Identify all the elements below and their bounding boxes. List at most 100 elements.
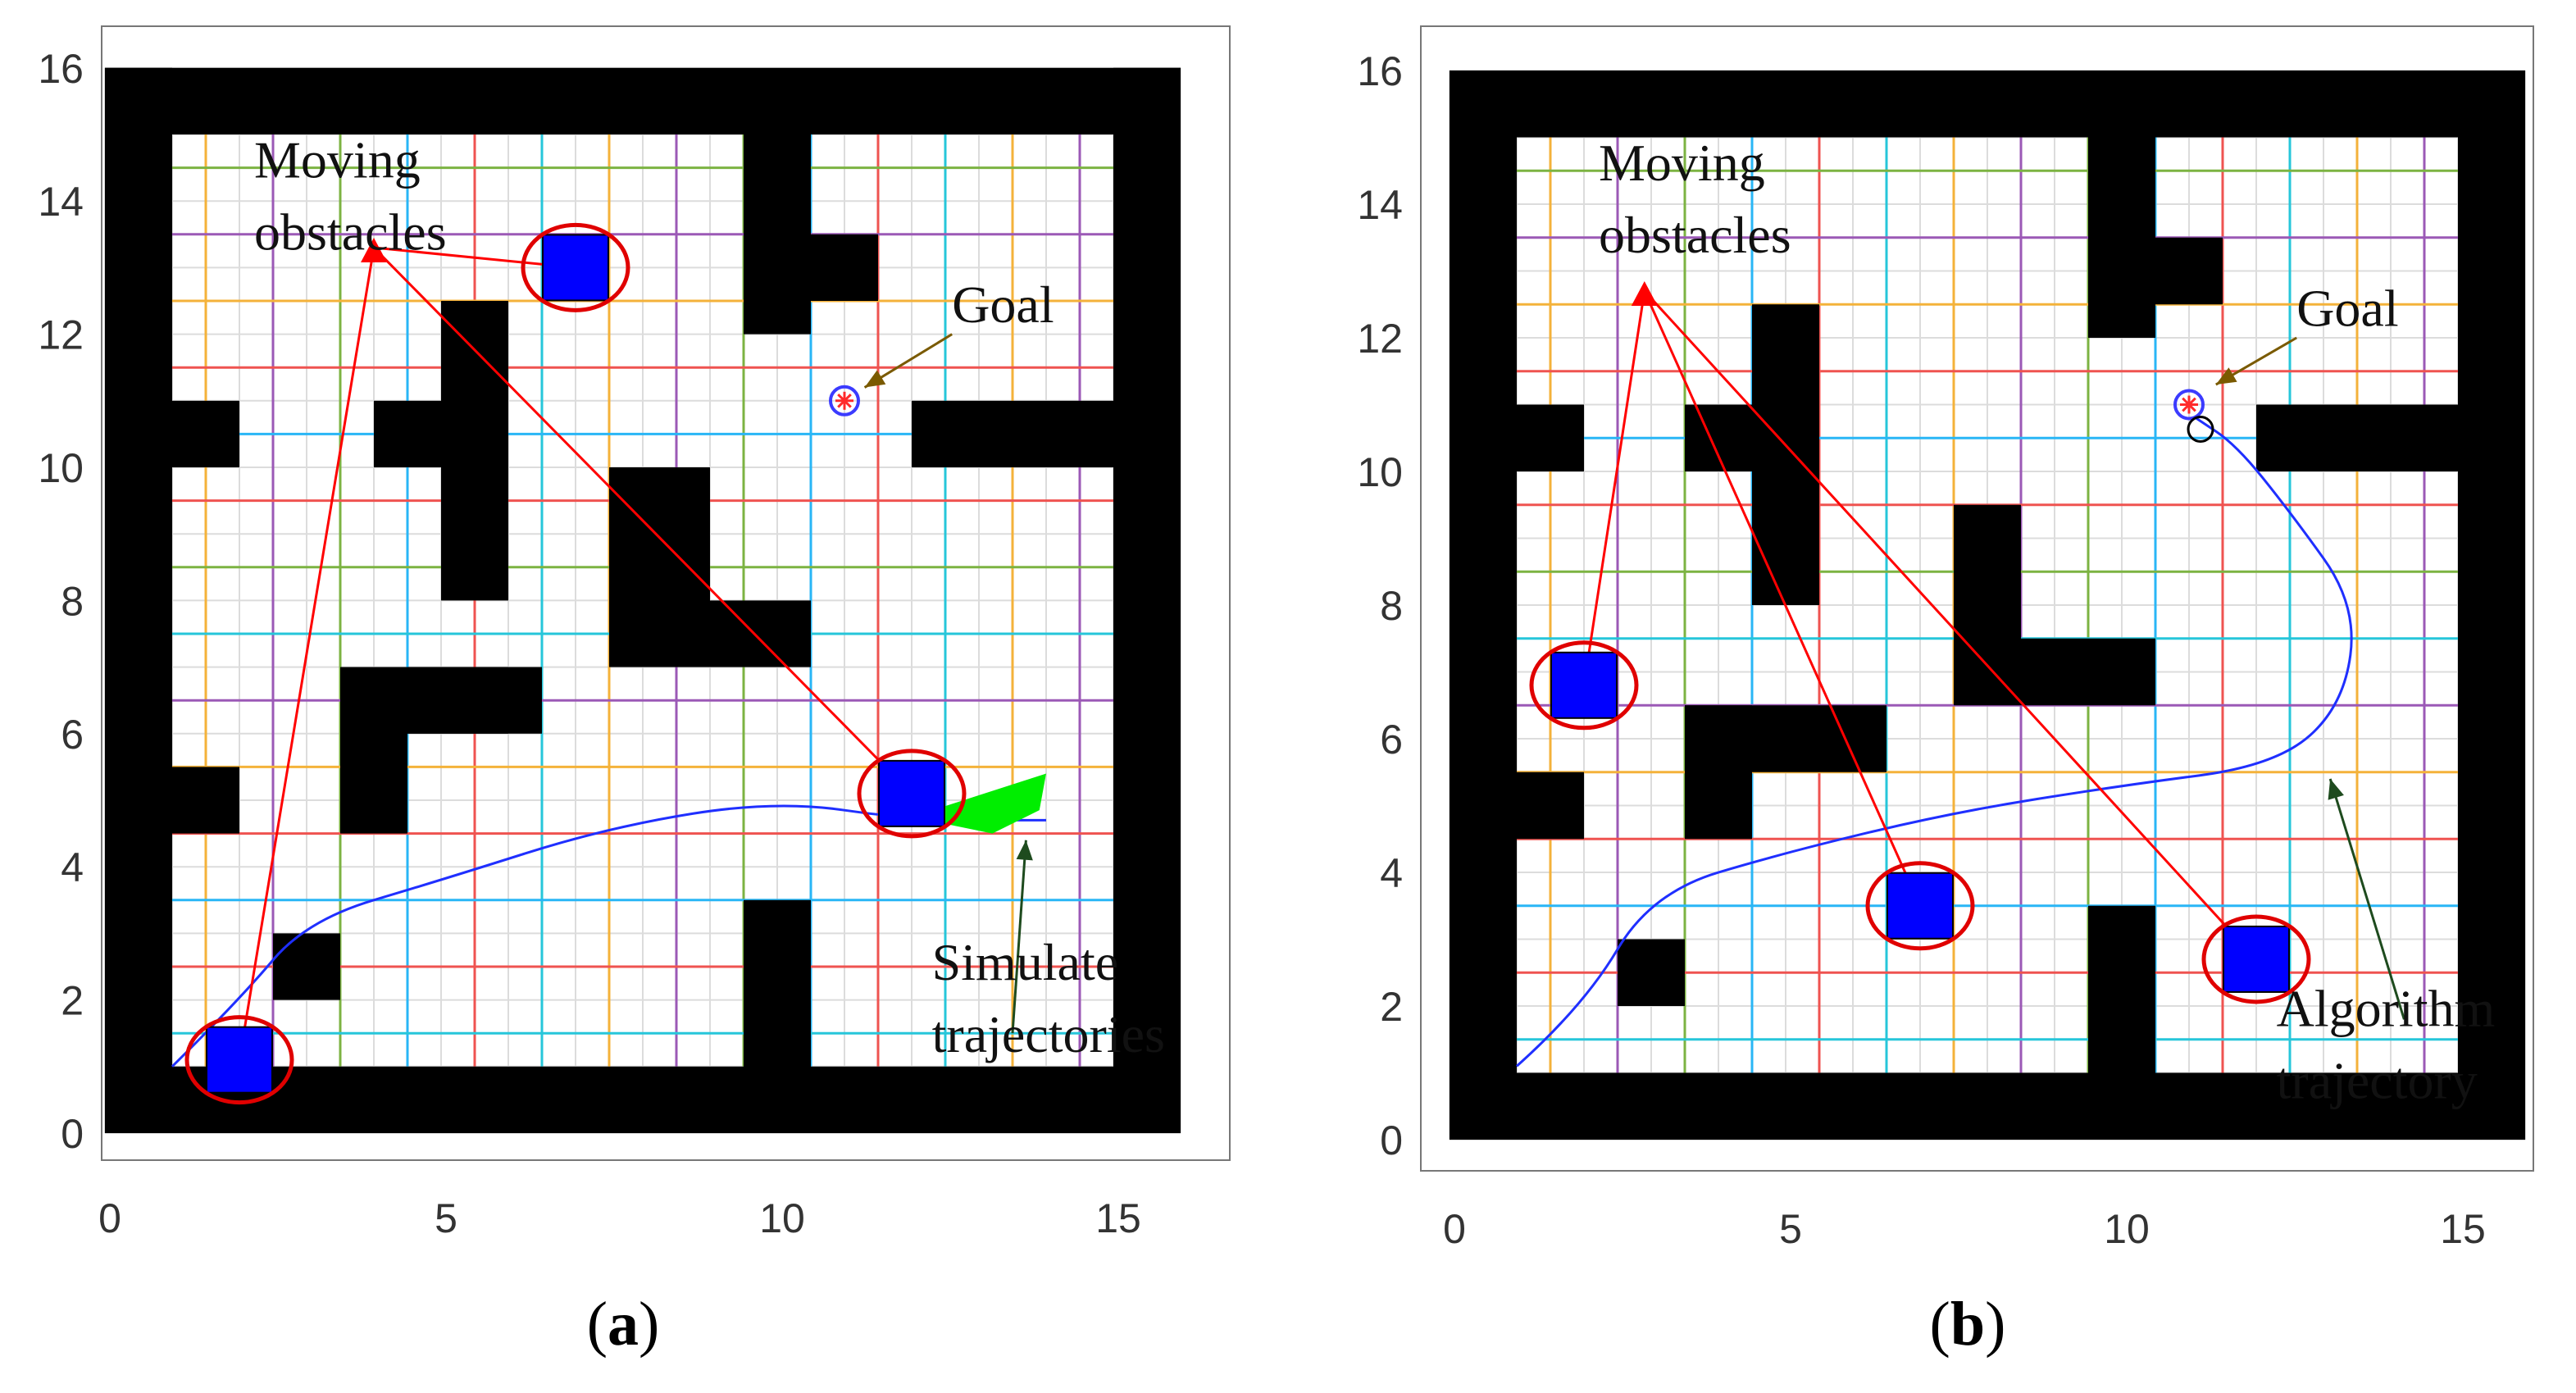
obstacle-motion-line <box>1643 289 2258 960</box>
goal-marker <box>829 385 860 417</box>
obstacle-ring <box>2201 914 2311 1004</box>
x-tick-label: 5 <box>1779 1206 1802 1252</box>
moving-obstacle <box>1550 651 1618 719</box>
y-tick-label: 14 <box>38 179 84 225</box>
trajectory-pointer-arrow <box>1011 840 1027 1034</box>
panel-a: MovingobstaclesGoalSimulatetrajectories0… <box>38 25 1231 1359</box>
moving-obstacles-label: Moving <box>1599 134 1765 192</box>
goal-label: Goal <box>952 275 1054 334</box>
moving-obstacle <box>2223 925 2290 993</box>
trajectory-pointer-arrow-head <box>2328 778 2344 800</box>
wall-block <box>1752 304 1819 605</box>
moving-obstacle <box>878 759 945 827</box>
wall-block <box>105 1066 1181 1133</box>
wall-block <box>273 933 340 1000</box>
x-tick-label: 0 <box>1443 1206 1466 1252</box>
wall-block <box>1113 400 1181 467</box>
goal-star <box>837 393 852 408</box>
obstacle-motion-line <box>1643 290 1922 907</box>
moving-obstacles-label: Moving <box>254 130 421 189</box>
y-tick-label: 0 <box>1380 1118 1403 1163</box>
y-tick-label: 14 <box>1357 182 1403 228</box>
goal-star <box>2182 397 2196 412</box>
x-tick-label: 10 <box>2104 1206 2150 1252</box>
arrow-head <box>361 238 387 263</box>
obstacle-ring <box>521 222 630 312</box>
wall-block <box>1618 939 1685 1006</box>
wall-block <box>1450 71 2525 138</box>
trajectory-label: Algorithm <box>2277 979 2496 1037</box>
y-tick-label: 10 <box>1357 449 1403 495</box>
moving-obstacles-label: obstacles <box>254 203 447 261</box>
wall-block <box>1450 71 1517 1140</box>
wall-block <box>340 667 407 834</box>
obstacle-ring <box>1865 861 1975 951</box>
wall-block <box>2155 237 2223 305</box>
wall-block <box>1685 705 1752 840</box>
obstacle-ring <box>184 1015 294 1105</box>
wall-block <box>744 899 811 1133</box>
wall-block <box>105 67 172 1133</box>
x-tick-label: 10 <box>759 1195 805 1241</box>
wall-block <box>2088 905 2155 1140</box>
y-tick-label: 8 <box>61 578 84 624</box>
panel-caption: (b) <box>1930 1290 2006 1359</box>
wall-block <box>912 400 1113 467</box>
y-tick-label: 2 <box>1380 984 1403 1030</box>
trajectory-pointer-arrow-head <box>1016 840 1033 861</box>
wall-block <box>2088 137 2155 338</box>
wall-block <box>407 667 542 734</box>
moving-obstacles-label: obstacles <box>1599 206 1791 264</box>
moving-obstacle <box>206 1026 273 1094</box>
goal-pointer-arrow-head <box>864 370 886 388</box>
y-tick-label: 12 <box>38 312 84 358</box>
y-tick-label: 4 <box>1380 850 1403 896</box>
x-tick-label: 15 <box>2440 1206 2486 1252</box>
x-tick-label: 5 <box>435 1195 457 1241</box>
trajectory-label: trajectory <box>2277 1051 2478 1109</box>
arrow-head <box>1631 280 1658 306</box>
wall-block <box>2458 71 2525 1140</box>
wall-block <box>1517 772 1584 840</box>
wall-block <box>105 67 1181 134</box>
wall-block <box>1450 1072 2525 1140</box>
trajectory-label: Simulate <box>932 933 1119 991</box>
wall-block <box>1954 504 2021 706</box>
obstacle-ring <box>1529 640 1639 731</box>
trajectory-pointer-arrow <box>2328 778 2405 1020</box>
robot-trajectory <box>171 804 1046 1068</box>
wall-block <box>172 767 239 834</box>
x-tick-label: 15 <box>1095 1195 1141 1241</box>
wall-block <box>811 234 878 301</box>
robot-marker <box>2187 416 2214 443</box>
y-tick-label: 4 <box>61 844 84 890</box>
y-tick-label: 16 <box>1357 48 1403 94</box>
panel-caption: (a) <box>587 1290 660 1359</box>
wall-block <box>2256 404 2458 471</box>
wall-block <box>2021 638 2155 706</box>
moving-obstacle <box>1886 872 1954 940</box>
obstacle-motion-line <box>372 246 913 794</box>
goal-marker <box>2173 389 2205 421</box>
goal-pointer-arrow-head <box>2215 367 2237 385</box>
y-tick-label: 6 <box>61 712 84 758</box>
y-tick-label: 10 <box>38 445 84 491</box>
moving-obstacle <box>542 234 609 302</box>
robot-trajectory <box>1515 417 2353 1068</box>
goal-label: Goal <box>2296 279 2398 337</box>
y-tick-label: 8 <box>1380 583 1403 629</box>
y-tick-label: 16 <box>38 46 84 92</box>
wall-block <box>1113 67 1181 1133</box>
x-tick-label: 0 <box>98 1195 121 1241</box>
y-tick-label: 0 <box>61 1111 84 1157</box>
y-tick-label: 6 <box>1380 717 1403 763</box>
obstacle-motion-line <box>238 247 375 1060</box>
wall-block <box>441 301 508 601</box>
y-tick-label: 12 <box>1357 316 1403 362</box>
wall-block <box>710 600 811 667</box>
obstacle-ring <box>857 749 967 839</box>
wall-block <box>744 134 811 335</box>
